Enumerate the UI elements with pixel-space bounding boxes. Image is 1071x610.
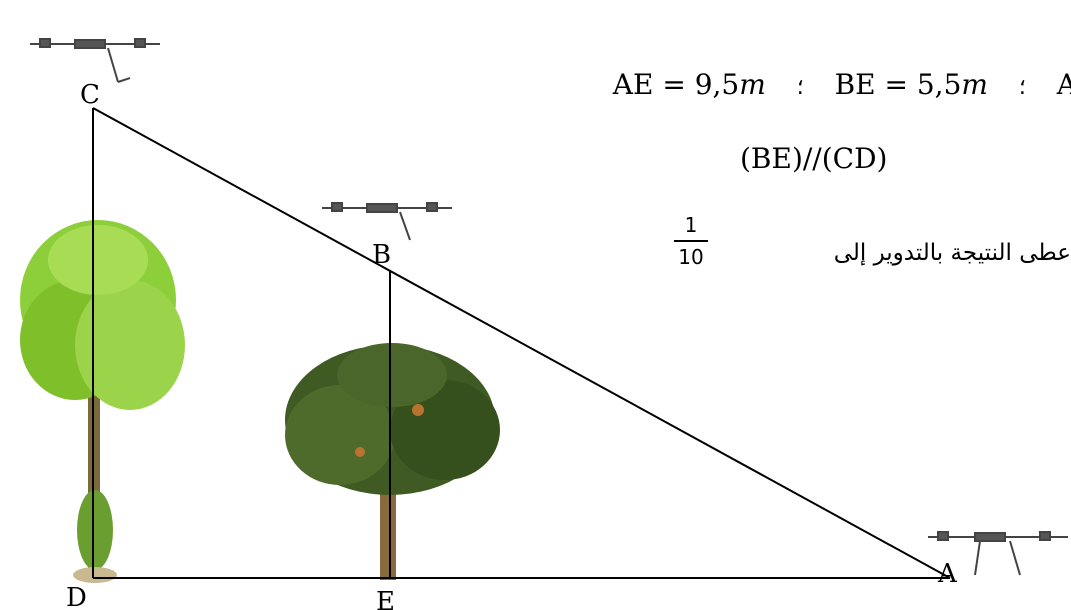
rounding-instruction: عطى النتيجة بالتدوير إلى: [833, 240, 1071, 266]
given-ae: AE = 9,5𝑚: [612, 68, 766, 101]
separator-1: ؛: [796, 75, 804, 100]
given-be: BE = 5,5𝑚: [834, 68, 988, 101]
rounding-fraction: 1 10: [668, 212, 714, 270]
drone-icon-b: [322, 202, 452, 241]
tall-tree-image: [20, 220, 185, 583]
drone-icon-a: [928, 531, 1068, 576]
drone-icon-c: [30, 38, 160, 83]
label-b: B: [372, 240, 391, 270]
parallel-statement: (BE)//(CD): [740, 142, 888, 175]
fraction-bar: [674, 240, 708, 242]
label-c: C: [80, 80, 100, 110]
label-e: E: [376, 587, 395, 610]
label-a: A: [937, 559, 958, 589]
segment-ca: [92, 107, 951, 579]
fraction-denominator: 10: [678, 245, 704, 269]
separator-2: ؛: [1018, 75, 1026, 100]
round-tree-image: [285, 343, 500, 580]
label-d: D: [66, 583, 87, 610]
given-lengths: AE = 9,5𝑚 ؛ BE = 5,5𝑚 ؛ A: [613, 68, 1071, 101]
given-cut: A: [1056, 68, 1071, 101]
fraction-numerator: 1: [684, 213, 698, 237]
